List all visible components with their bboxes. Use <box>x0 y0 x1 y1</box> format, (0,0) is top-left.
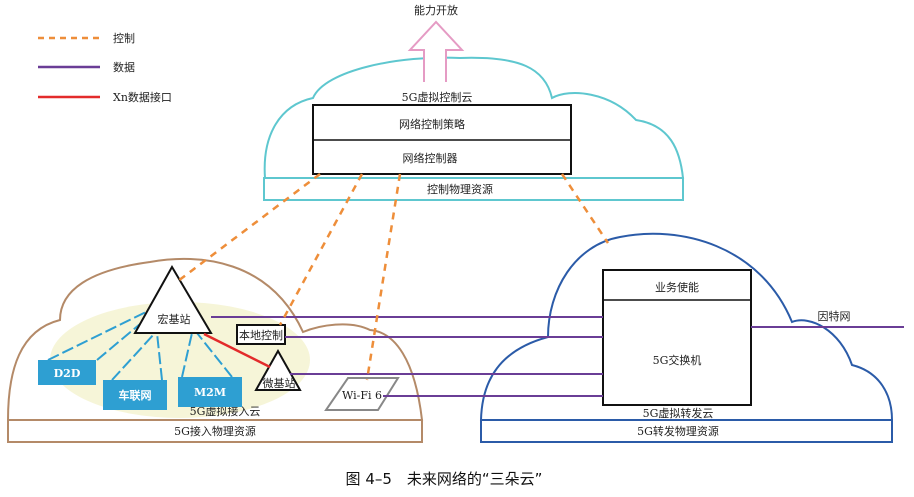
service-enable-label: 业务使能 <box>655 280 699 294</box>
forward-physical-box <box>480 419 893 443</box>
micro-station-icon <box>254 348 302 391</box>
control-physical-box <box>263 177 684 201</box>
figure-caption: 图 4–5 未来网络的“三朵云” <box>346 470 543 488</box>
control-line-forward <box>560 173 610 244</box>
wifi6-ap-icon <box>324 377 400 411</box>
macro-station-icon <box>133 264 213 334</box>
radio-link <box>181 332 193 378</box>
local-control-box <box>236 324 286 345</box>
control-cloud-label: 5G虚拟控制云 <box>402 90 473 104</box>
wifi6-label: Wi-Fi 6 <box>342 389 382 402</box>
control-line-local <box>278 173 364 326</box>
legend-control-label: 控制 <box>113 31 135 45</box>
radio-link <box>47 309 151 361</box>
forward-physical-label: 5G转发物理资源 <box>637 424 719 438</box>
radio-link <box>111 332 156 381</box>
local-control-label: 本地控制 <box>239 328 283 342</box>
ue-vehicle-label: 车联网 <box>119 388 152 402</box>
access-physical-label: 5G接入物理资源 <box>174 424 256 438</box>
capability-open-label: 能力开放 <box>414 3 458 17</box>
controller-label: 网络控制器 <box>403 151 458 165</box>
ue-m2m-box <box>178 377 242 407</box>
access-physical-box <box>7 419 423 443</box>
control-line-wifi <box>365 173 402 381</box>
control-physical-label: 控制物理资源 <box>427 182 493 196</box>
policy-label: 网络控制策略 <box>399 117 465 131</box>
access-cloud: 5G接入物理资源 5G虚拟接入云 D2D 车联网 M2M 宏基站 本地控制 微基… <box>6 257 424 443</box>
legend: 控制 数据 Xn数据接口 <box>38 31 172 104</box>
legend-data-label: 数据 <box>113 60 135 74</box>
macro-station-label: 宏基站 <box>158 312 191 326</box>
control-line-macro <box>177 173 321 282</box>
access-cloud-label: 5G虚拟接入云 <box>190 404 261 418</box>
data-lines <box>211 316 603 397</box>
forward-cloud-label: 5G虚拟转发云 <box>643 406 714 420</box>
radio-link <box>196 332 233 378</box>
5g-switch-block <box>602 269 752 406</box>
control-cloud: 控制物理资源 5G虚拟控制云 网络控制策略 网络控制器 能力开放 <box>263 3 685 201</box>
ue-m2m-label: M2M <box>194 386 226 399</box>
legend-xn-label: Xn数据接口 <box>113 90 172 104</box>
switch-label: 5G交换机 <box>653 353 702 367</box>
internet-label: 因特网 <box>818 309 851 323</box>
xn-interface-line <box>203 332 271 369</box>
micro-station-label: 微基站 <box>263 376 296 390</box>
capability-open-arrow-icon <box>407 20 465 82</box>
radio-link <box>156 332 163 381</box>
control-lines <box>177 173 610 381</box>
ue-d2d-box <box>38 360 96 385</box>
ue-d2d-label: D2D <box>54 367 81 380</box>
ue-vehicle-box <box>103 380 167 410</box>
